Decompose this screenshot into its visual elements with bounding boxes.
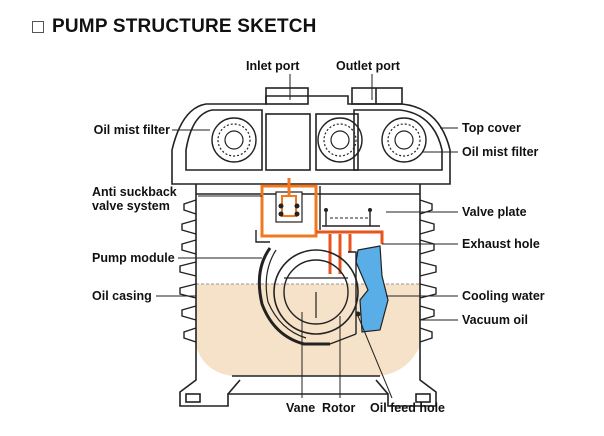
label-oil-casing: Oil casing xyxy=(92,289,152,303)
casing-outline xyxy=(171,87,451,407)
oil-feed-hole-dot xyxy=(355,311,361,317)
label-vacuum-oil: Vacuum oil xyxy=(462,313,528,327)
label-oil-mist-filter-right: Oil mist filter xyxy=(462,145,539,159)
cooling-fins-right xyxy=(419,199,437,343)
oil-mist-filter-left xyxy=(211,117,257,163)
label-vane: Vane xyxy=(286,401,315,415)
label-inlet-port: Inlet port xyxy=(246,59,300,73)
label-outlet-port: Outlet port xyxy=(336,59,401,73)
checkbox-icon[interactable] xyxy=(32,21,44,33)
label-oil-mist-filter-left: Oil mist filter xyxy=(94,123,171,137)
label-rotor: Rotor xyxy=(322,401,355,415)
title-row: PUMP STRUCTURE SKETCH xyxy=(32,16,317,38)
pump-module xyxy=(257,247,359,346)
anti-suckback-valve xyxy=(260,178,318,238)
label-cooling-water: Cooling water xyxy=(462,289,545,303)
valve-plate xyxy=(316,208,384,274)
label-valve-plate: Valve plate xyxy=(462,205,527,219)
cooling-fins-left xyxy=(179,199,197,343)
callout-lines xyxy=(156,74,458,399)
label-anti-suckback-2: valve system xyxy=(92,199,170,213)
label-exhaust-hole: Exhaust hole xyxy=(462,237,540,251)
label-oil-feed-hole: Oil feed hole xyxy=(370,401,445,415)
oil-mist-filter-right xyxy=(381,117,427,163)
cooling-water xyxy=(355,245,389,333)
label-pump-module: Pump module xyxy=(92,251,175,265)
page-title: PUMP STRUCTURE SKETCH xyxy=(52,16,317,37)
label-top-cover: Top cover xyxy=(462,121,521,135)
oil-mist-filter-center xyxy=(317,117,363,163)
label-anti-suckback-1: Anti suckback xyxy=(92,185,177,199)
